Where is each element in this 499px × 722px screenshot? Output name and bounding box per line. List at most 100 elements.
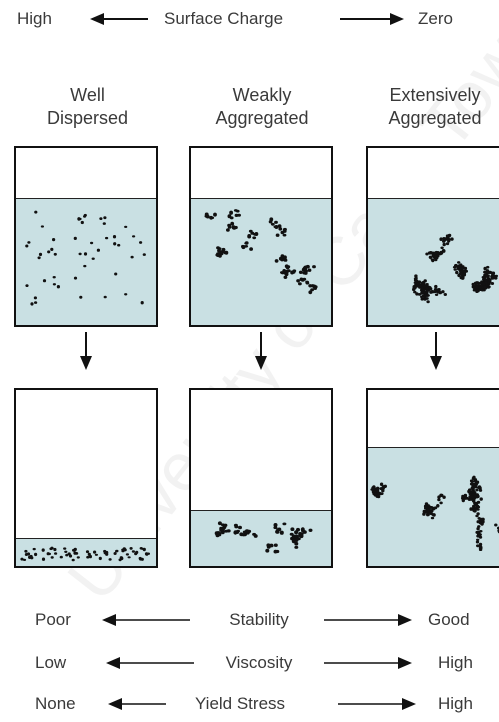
particle [280,531,284,535]
particle [281,231,285,234]
yield-stress-label: Yield Stress [174,694,306,714]
particle [282,255,286,258]
particle [269,217,273,221]
particle [474,479,477,483]
particle [254,534,258,538]
particle [271,223,275,226]
stability-label: Stability [200,610,318,630]
particle [442,249,445,253]
particle [296,528,300,532]
particle [39,253,42,256]
particle [479,543,482,546]
particle [376,489,379,493]
particle [420,296,423,299]
down-arrow-icon [254,331,268,371]
particle [113,242,116,245]
particle [53,276,56,278]
particle [50,248,53,251]
particle [278,227,282,230]
particle [286,265,290,269]
particle [128,556,131,558]
left-arrow-icon [100,613,192,627]
particle [312,265,316,268]
particle [467,490,470,493]
particle [440,247,443,250]
particle [292,269,296,272]
stability-left-label: Poor [35,610,71,630]
particle [439,237,442,241]
viscosity-right-label: High [438,653,473,673]
particle [131,256,134,259]
heading-line2: Aggregated [182,107,342,130]
particle [141,301,144,304]
particle [478,517,481,520]
particle [455,271,458,275]
beaker-extensively-aggregated-settled [366,388,499,568]
particle [486,275,489,278]
charge-zero-label: Zero [418,9,453,29]
particle [215,254,219,257]
particle [63,547,66,549]
particle [97,249,100,252]
yield-stress-left-label: None [35,694,76,714]
particle [219,528,223,531]
particle [428,286,431,289]
particle [435,294,438,296]
particle [475,289,478,293]
particle [95,554,98,556]
particle [89,555,92,558]
particle [283,234,287,237]
particle [305,281,309,284]
particle [384,485,387,488]
particle [301,527,305,531]
particle [429,256,432,259]
particle [79,253,82,256]
particle [253,233,257,236]
particle [124,226,127,228]
column-heading-well-dispersed: Well Dispersed [10,84,165,130]
particle [139,241,142,244]
particle [462,499,465,503]
particle [42,558,45,561]
particle [429,291,432,294]
particle [77,217,80,221]
particle [477,525,480,528]
particle [274,221,278,224]
particle [300,534,304,538]
particle [43,279,46,282]
viscosity-left-label: Low [35,653,66,673]
particle [34,211,37,214]
particle [286,270,290,273]
particle [442,240,445,243]
particle [47,552,50,555]
particle [450,237,453,240]
particle [443,243,446,247]
particle [205,213,209,216]
particle [475,286,478,289]
left-arrow-icon [106,697,168,711]
particle [273,526,277,529]
viscosity-label: Viscosity [200,653,318,673]
particle [436,289,439,292]
particle [132,235,135,237]
particle [229,211,233,215]
particle [477,506,480,509]
particle [478,485,481,489]
particle [275,530,279,534]
particle [299,271,303,274]
particle [379,492,382,495]
particle [64,551,67,553]
particle [244,242,248,245]
particle [422,282,425,285]
particle [52,238,55,241]
particle [103,216,106,219]
particle [446,234,449,237]
heading-line2: Dispersed [10,107,165,130]
particle [238,526,242,530]
particle [86,556,89,559]
particle [143,548,146,551]
particle [27,552,30,555]
particle [93,551,96,554]
particle [73,549,76,552]
particle [431,517,434,520]
